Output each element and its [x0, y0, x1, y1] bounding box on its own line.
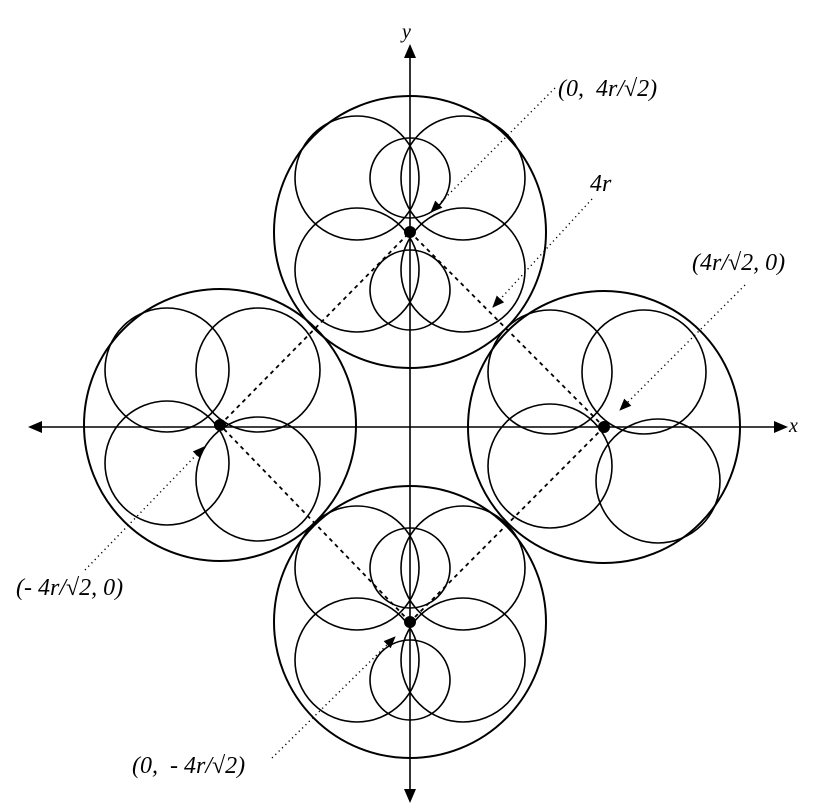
outer-circle — [273, 485, 547, 759]
y-axis-bottom-arrow — [404, 789, 416, 803]
petal-circle — [400, 505, 526, 631]
petal-circle — [581, 309, 707, 435]
y-axis-top-arrow — [404, 44, 416, 58]
petal-circle — [369, 527, 451, 609]
point-label-left: (- 4r/√2, 0) — [16, 575, 123, 601]
dotted-leader-4r — [492, 198, 593, 308]
petal-circle — [369, 137, 451, 219]
dotted-leader-right — [619, 284, 746, 411]
outer-circle — [467, 290, 741, 564]
petal-circle — [369, 639, 451, 721]
x-axis-left-arrow — [28, 421, 42, 433]
petal-circle — [595, 418, 721, 544]
petal-circle — [400, 597, 526, 723]
point-label-bottom: (0, - 4r/√2) — [132, 753, 245, 779]
petal-circle — [104, 307, 230, 433]
dotted-leader-left — [84, 446, 205, 571]
dimension-label-4r: 4r — [590, 171, 612, 197]
petal-circle — [400, 207, 526, 333]
dashed-link-top-right — [409, 231, 605, 428]
petal-circle — [294, 505, 420, 631]
petal-circle — [104, 400, 230, 526]
petal-circle — [294, 115, 420, 241]
petal-circle — [294, 597, 420, 723]
flower-right — [467, 290, 741, 564]
flower-left — [83, 288, 357, 562]
dashed-link-left-top — [219, 231, 411, 426]
point-label-right: (4r/√2, 0) — [692, 250, 785, 276]
petal-circle — [195, 307, 321, 433]
dashed-link-right-bottom — [409, 426, 605, 623]
flower-bottom — [273, 485, 547, 759]
outer-circle — [273, 95, 547, 369]
dotted-leader-top — [430, 87, 556, 213]
point-label-top: (0, 4r/√2) — [558, 76, 657, 102]
petal-circle — [294, 207, 420, 333]
x-axis-right-arrow — [774, 421, 788, 433]
petal-circle — [400, 115, 526, 241]
y-axis-label: y — [400, 21, 411, 43]
petal-circle — [195, 416, 321, 542]
petal-circle — [487, 309, 613, 435]
outer-circle — [83, 288, 357, 562]
petal-circle — [487, 403, 613, 529]
x-axis-label: x — [788, 415, 798, 437]
dashed-link-bottom-left — [219, 424, 411, 623]
dotted-leader-bottom — [271, 636, 396, 759]
petal-circle — [369, 249, 451, 331]
